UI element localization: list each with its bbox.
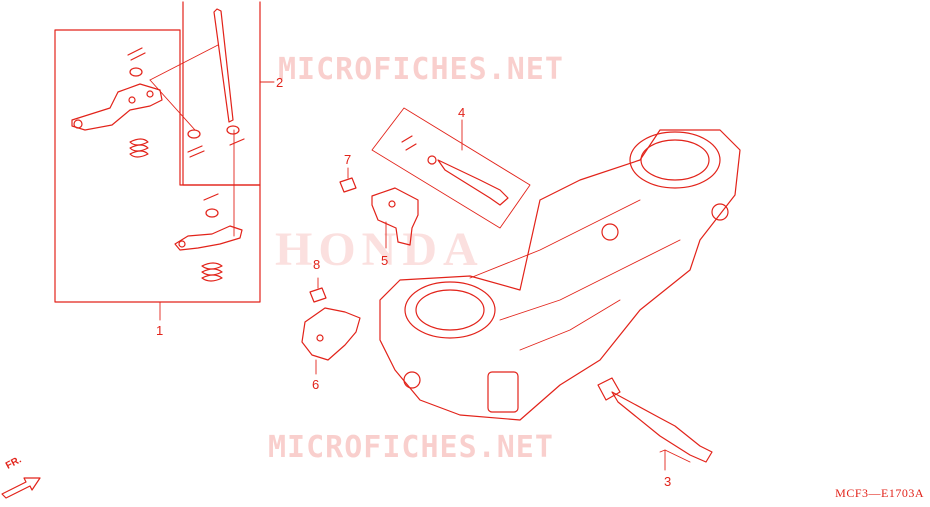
callout-8: 8	[313, 257, 321, 272]
assembly-frame-1	[54, 29, 261, 321]
callout-6: 6	[312, 377, 320, 392]
callout-5: 5	[381, 253, 389, 268]
callout-leaders	[315, 221, 387, 375]
assembly-frame-2	[182, 1, 275, 186]
watermark-bottom: MICROFICHES.NET	[268, 430, 554, 465]
callout-1: 1	[156, 323, 164, 338]
part-6-bracket	[301, 277, 361, 361]
callout-7: 7	[344, 152, 352, 167]
watermark-top: MICROFICHES.NET	[278, 52, 564, 87]
part-3-sensor	[597, 377, 713, 471]
throttle-link-assembly	[71, 8, 245, 282]
watermark-brand: HONDA	[275, 223, 484, 276]
callout-2: 2	[276, 75, 284, 90]
throttle-body	[379, 129, 741, 421]
diagram-code: MCF3—E1703A	[835, 486, 924, 500]
part-5-bracket	[339, 167, 419, 246]
callout-4: 4	[458, 105, 466, 120]
callout-3: 3	[664, 474, 672, 489]
part-4-screw	[371, 107, 531, 229]
front-arrow-icon	[1, 477, 41, 499]
